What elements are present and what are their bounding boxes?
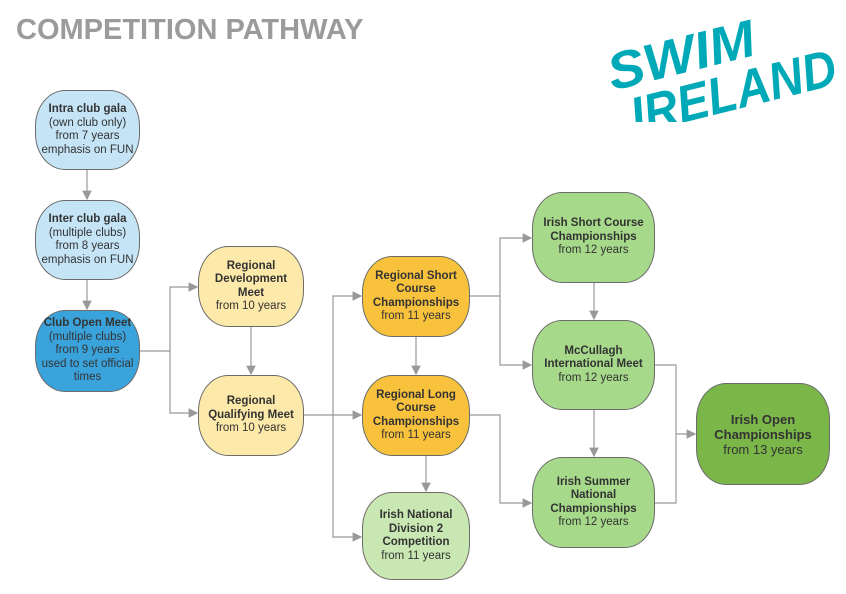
node-detail: times — [73, 371, 102, 384]
node-detail: (multiple clubs) — [48, 226, 127, 239]
node-detail: from 12 years — [558, 516, 629, 528]
node-title: Irish National Division 2 Competition — [379, 509, 453, 548]
node-detail: used to set official — [41, 357, 134, 370]
node-detail: from 10 years — [215, 422, 287, 435]
node-detail: (own club only) — [48, 116, 127, 129]
node-detail: from 10 years — [215, 300, 287, 312]
node-detail: from 12 years — [558, 244, 629, 257]
node-intra: Intra club gala(own club only)from 7 yea… — [35, 90, 140, 170]
node-title: McCullagh International Meet — [544, 344, 643, 371]
node-detail: (multiple clubs) — [48, 330, 127, 343]
node-title: Inter club gala — [48, 213, 127, 225]
node-detail: emphasis on FUN — [41, 143, 134, 156]
node-detail: from 7 years — [55, 130, 120, 142]
node-open: Club Open Meet(multiple clubs)from 9 yea… — [35, 310, 140, 392]
node-title: Intra club gala — [48, 103, 127, 115]
node-detail: emphasis on FUN — [41, 253, 134, 266]
node-detail: from 12 years — [558, 371, 629, 384]
node-title: Irish Summer National Championships — [550, 475, 637, 515]
node-title: Regional Short Course Championships — [372, 269, 460, 309]
node-detail: from 9 years — [55, 344, 120, 357]
node-detail: from 11 years — [381, 549, 451, 562]
node-title: Regional Qualifying Meet — [208, 395, 294, 421]
node-detail: from 8 years — [55, 240, 120, 252]
node-title: Regional Development Meet — [214, 259, 288, 299]
node-title: Irish Open Championships — [714, 411, 812, 442]
swim-ireland-logo: SWIM IRELAND — [601, 12, 840, 122]
node-title: Club Open Meet — [43, 317, 132, 330]
node-detail: from 11 years — [381, 310, 451, 322]
page-title: COMPETITION PATHWAY — [16, 14, 364, 46]
node-title: Regional Long Course Championships — [372, 388, 460, 428]
node-title: Irish Short Course Championships — [543, 217, 644, 243]
node-inter: Inter club gala(multiple clubs)from 8 ye… — [35, 200, 140, 280]
node-detail: from 13 years — [723, 441, 803, 457]
node-detail: from 11 years — [381, 429, 451, 441]
